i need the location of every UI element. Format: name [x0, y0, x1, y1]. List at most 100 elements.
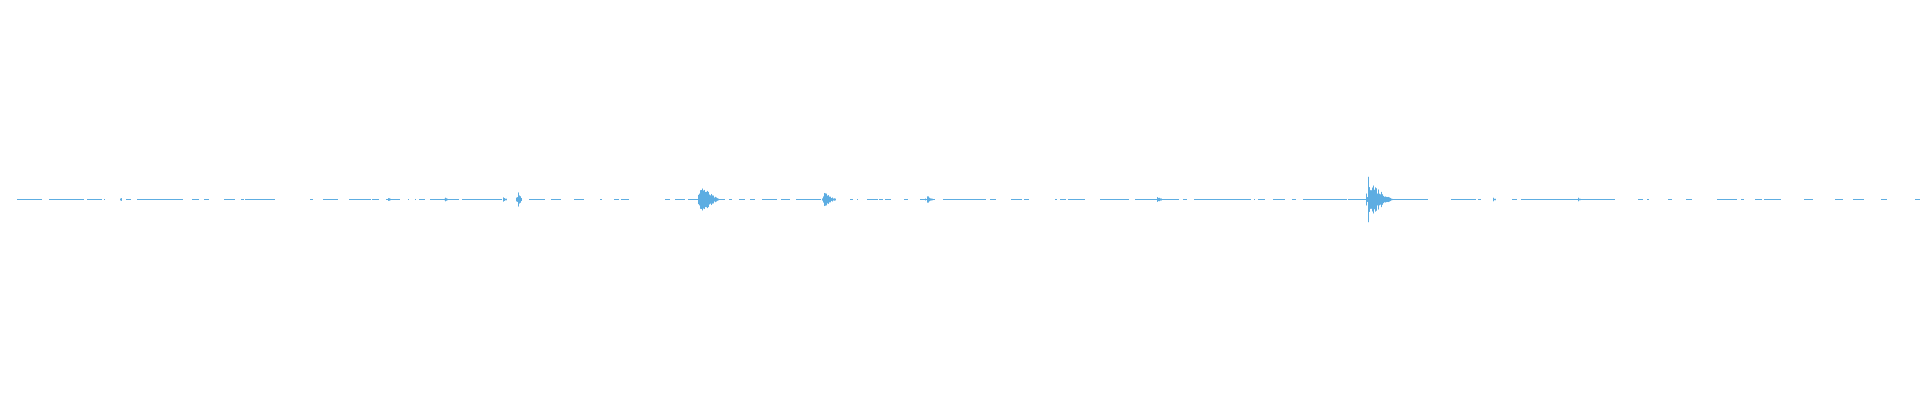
waveform-bar	[476, 199, 477, 200]
waveform-bar	[1419, 199, 1420, 200]
waveform-bar	[465, 199, 466, 200]
waveform-bar	[783, 199, 784, 200]
waveform-bar	[1456, 199, 1457, 200]
waveform-bar	[1350, 199, 1351, 200]
waveform-bar	[1839, 199, 1840, 200]
waveform-bar	[798, 199, 799, 200]
waveform-bar	[1100, 199, 1101, 200]
waveform-bar	[160, 199, 161, 200]
waveform-bar	[1575, 199, 1576, 200]
waveform-bar	[72, 199, 73, 200]
waveform-bar	[1719, 199, 1720, 200]
waveform-bar	[1582, 199, 1583, 200]
waveform-bar	[766, 199, 767, 200]
waveform-bar	[1806, 199, 1807, 200]
waveform-bar	[1122, 199, 1123, 200]
waveform-bar	[270, 199, 271, 200]
waveform-bar	[146, 199, 147, 200]
waveform-bar	[1533, 199, 1534, 200]
waveform-bar	[1687, 199, 1688, 200]
waveform-bar	[490, 199, 491, 200]
waveform-bar	[370, 199, 371, 200]
waveform-bar	[1013, 199, 1014, 200]
waveform-bar	[408, 199, 409, 200]
waveform-bar	[808, 199, 809, 200]
waveform-bar	[1475, 199, 1476, 200]
waveform-bar	[1146, 199, 1147, 200]
waveform-bar	[870, 199, 871, 200]
waveform-bar	[1154, 199, 1155, 200]
waveform-bar	[669, 199, 670, 200]
waveform-bar	[121, 198, 122, 201]
waveform-bar	[850, 199, 851, 200]
waveform-bar	[485, 199, 486, 200]
waveform-bar	[265, 199, 266, 200]
waveform-bar	[926, 199, 927, 200]
waveform-bar	[1225, 199, 1226, 200]
waveform-bar	[130, 199, 131, 200]
waveform-bar	[774, 199, 775, 200]
waveform-bars	[17, 176, 1920, 223]
waveform-bar	[1559, 199, 1560, 200]
waveform-bar	[1464, 199, 1465, 200]
waveform-bar	[1075, 199, 1076, 200]
waveform-bar	[164, 199, 165, 200]
waveform-bar	[436, 199, 437, 200]
waveform-bar	[1585, 199, 1586, 200]
waveform-bar	[1307, 199, 1308, 200]
waveform-bar	[765, 199, 766, 200]
waveform-bar	[872, 199, 873, 200]
waveform-bar	[1472, 199, 1473, 200]
waveform-bar	[1595, 199, 1596, 200]
waveform-bar	[1103, 199, 1104, 200]
waveform-bar	[1468, 199, 1469, 200]
waveform-bar	[1312, 199, 1313, 200]
waveform-bar	[27, 199, 28, 200]
waveform-bar	[1359, 199, 1360, 200]
waveform-bar	[178, 199, 179, 200]
waveform-bar	[262, 199, 263, 200]
waveform-bar	[24, 199, 25, 200]
waveform-bar	[1012, 199, 1013, 200]
waveform-bar	[618, 199, 619, 200]
waveform-bar	[39, 199, 40, 200]
waveform-bar	[1263, 199, 1264, 200]
waveform-bar	[1593, 199, 1594, 200]
waveform-bar	[1376, 188, 1377, 211]
waveform-bar	[1330, 199, 1331, 200]
waveform-bar	[835, 198, 836, 201]
waveform-bar	[1728, 199, 1729, 200]
waveform-bar	[557, 199, 558, 200]
waveform-bar	[1402, 199, 1403, 200]
waveform-bar	[53, 199, 54, 200]
waveform-bar	[1119, 199, 1120, 200]
waveform-bar	[518, 192, 519, 207]
waveform-bar	[1114, 199, 1115, 200]
waveform-bar	[1525, 199, 1526, 200]
waveform-bar	[504, 198, 505, 201]
waveform-bar	[1812, 199, 1813, 200]
waveform-bar	[1458, 199, 1459, 200]
waveform-bar	[698, 194, 699, 205]
waveform-bar	[1115, 199, 1116, 200]
waveform-bar	[1162, 199, 1163, 200]
waveform-bar	[228, 199, 229, 200]
waveform-bar	[1550, 199, 1551, 200]
waveform-bar	[1594, 199, 1595, 200]
waveform-bar	[491, 199, 492, 200]
waveform-bar	[475, 199, 476, 200]
waveform-bar	[874, 199, 875, 200]
waveform-bar	[1721, 199, 1722, 200]
waveform-bar	[1183, 199, 1184, 200]
waveform-bar	[1512, 199, 1513, 200]
waveform-bar	[1530, 199, 1531, 200]
waveform-bar	[1281, 199, 1282, 200]
waveform-bar	[181, 199, 182, 200]
waveform-bar	[364, 199, 365, 200]
waveform-bar	[434, 199, 435, 200]
waveform-bar	[152, 199, 153, 200]
waveform-bar	[1311, 199, 1312, 200]
waveform-bar	[703, 190, 704, 209]
waveform-bar	[446, 198, 447, 201]
